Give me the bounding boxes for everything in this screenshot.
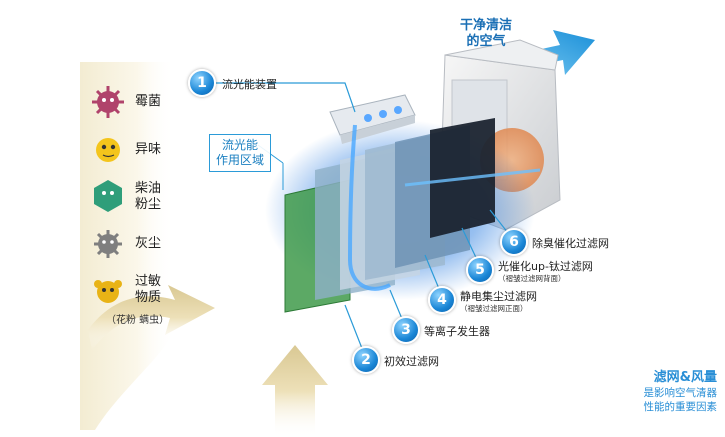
zone-label-line2: 作用区域 bbox=[216, 153, 265, 167]
pollutant-dust-label: 灰尘 bbox=[135, 236, 162, 251]
pollutant-allergen-line1: 过敏 bbox=[135, 274, 162, 289]
step-3-badge: 3 bbox=[392, 316, 420, 344]
clean-air-line2: 的空气 bbox=[466, 34, 506, 49]
flow-light-zone-label: 流光能 作用区域 bbox=[209, 134, 272, 172]
step-2-badge: 2 bbox=[352, 346, 380, 374]
step-5-label: 光催化up-钛过滤网 bbox=[498, 260, 593, 273]
footnote-line3: 性能的重要因素 bbox=[643, 401, 718, 413]
step-6-badge: 6 bbox=[500, 228, 528, 256]
pollutant-allergen-sub: （花粉 螨虫） bbox=[106, 315, 170, 326]
step-3-label: 等离子发生器 bbox=[424, 325, 490, 338]
step-1-badge: 1 bbox=[188, 69, 216, 97]
incoming-air-arrow-up bbox=[262, 345, 328, 437]
step-1-label: 流光能装置 bbox=[222, 78, 277, 91]
pollutant-diesel-line1: 柴油 bbox=[135, 181, 162, 196]
diesel-dust-icon bbox=[94, 180, 122, 212]
dust-icon bbox=[94, 230, 122, 258]
pollutant-diesel-line2: 粉尘 bbox=[135, 197, 162, 212]
step-5-sub: （褶皱过滤网背面） bbox=[498, 274, 566, 283]
filter-stack bbox=[284, 118, 495, 313]
incoming-air-arrow bbox=[88, 285, 215, 350]
step-5-badge: 5 bbox=[466, 256, 494, 284]
footnote-title: 滤网&风量 bbox=[653, 370, 717, 385]
pollutant-diesel-label: 柴油 粉尘 bbox=[135, 181, 161, 213]
pollutant-mold-label: 霉菌 bbox=[135, 94, 162, 109]
step-6-label: 除臭催化过滤网 bbox=[532, 237, 609, 250]
step-4-label: 静电集尘过滤网 bbox=[460, 290, 537, 303]
odor-icon bbox=[96, 138, 120, 162]
clean-air-label: 干净清洁 的空气 bbox=[460, 18, 512, 50]
step-4-badge: 4 bbox=[428, 286, 456, 314]
footnote-line2: 是影响空气清器 bbox=[643, 387, 718, 399]
footnote: 滤网&风量 是影响空气清器 性能的重要因素 bbox=[644, 370, 718, 414]
step-2-label: 初效过滤网 bbox=[384, 355, 439, 368]
allergen-icon bbox=[94, 280, 122, 303]
clean-air-line1: 干净清洁 bbox=[460, 18, 513, 33]
step-4-sub: （褶皱过滤网正面） bbox=[460, 304, 528, 313]
pollutant-allergen-line2: 物质 bbox=[135, 290, 162, 305]
pollutant-allergen-label: 过敏 物质 bbox=[135, 274, 161, 306]
zone-label-line1: 流光能 bbox=[222, 138, 259, 152]
mold-icon bbox=[92, 86, 124, 118]
pollutant-odor-label: 异味 bbox=[135, 142, 162, 157]
